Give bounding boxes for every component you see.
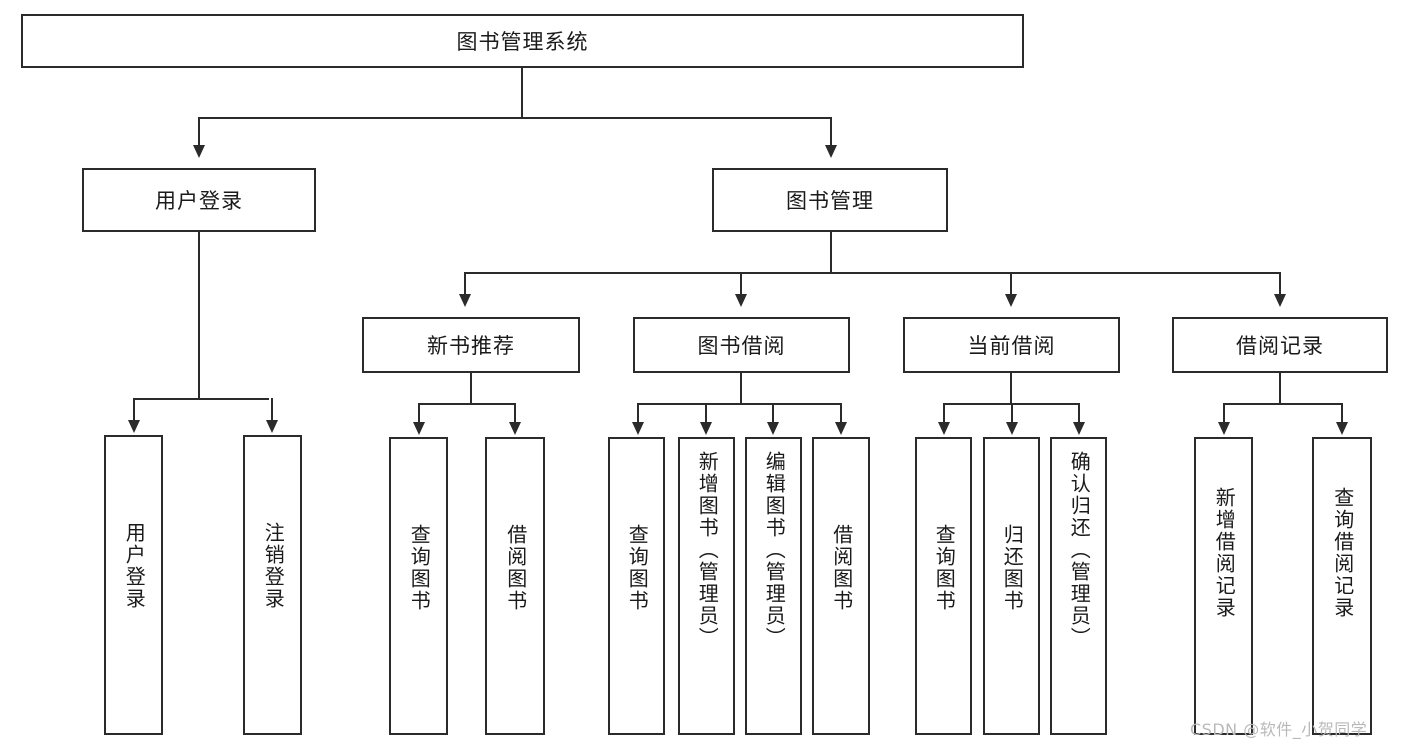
node-leaf-add-record[interactable]: 新增借阅记录 bbox=[1194, 437, 1253, 735]
arrowhead-user-login-to-leaf-2 bbox=[266, 420, 278, 433]
node-leaf-query-book-2-label: 查询图书 bbox=[625, 524, 650, 612]
arrowhead-book-borrow-to-leaf-4 bbox=[835, 422, 847, 435]
node-leaf-borrow-book-2[interactable]: 借阅图书 bbox=[812, 437, 870, 735]
arrowhead-book-manage-to-current-borrow bbox=[1005, 294, 1017, 307]
node-leaf-query-book-3[interactable]: 查询图书 bbox=[915, 437, 972, 735]
connector-book-manage-to-new-book-rec bbox=[464, 272, 466, 294]
node-current-borrow[interactable]: 当前借阅 bbox=[903, 317, 1120, 373]
node-leaf-borrow-book-2-label: 借阅图书 bbox=[829, 524, 854, 612]
arrowhead-root-to-user-login bbox=[193, 145, 205, 158]
node-new-book-rec-label: 新书推荐 bbox=[427, 334, 515, 358]
node-leaf-query-record[interactable]: 查询借阅记录 bbox=[1312, 437, 1372, 735]
connector-book-borrow-to-leaf-4 bbox=[840, 403, 842, 422]
node-leaf-query-book-1[interactable]: 查询图书 bbox=[389, 437, 448, 735]
node-book-borrow-label: 图书借阅 bbox=[697, 334, 786, 358]
node-leaf-add-book[interactable]: 新增图书（管理员） bbox=[678, 437, 735, 735]
connector-borrow-record-stem bbox=[1279, 373, 1281, 403]
node-leaf-confirm-return-label: 确认归还（管理员） bbox=[1067, 451, 1092, 649]
connector-borrow-record-to-leaf-1 bbox=[1223, 403, 1225, 422]
arrowhead-current-borrow-to-leaf-1 bbox=[938, 422, 950, 435]
connector-root-to-book-manage bbox=[830, 117, 832, 145]
connector-book-borrow-to-leaf-3 bbox=[772, 403, 774, 422]
node-leaf-borrow-book-1-label: 借阅图书 bbox=[503, 524, 528, 612]
node-book-borrow[interactable]: 图书借阅 bbox=[633, 317, 850, 373]
arrowhead-borrow-record-to-leaf-2 bbox=[1336, 422, 1348, 435]
arrowhead-new-book-rec-to-leaf-1 bbox=[413, 422, 425, 435]
connector-book-borrow-to-leaf-1 bbox=[637, 403, 639, 422]
connector-borrow-record-bus bbox=[1223, 403, 1343, 405]
connector-borrow-record-to-leaf-2 bbox=[1341, 403, 1343, 422]
connector-current-borrow-to-leaf-2 bbox=[1011, 403, 1013, 422]
node-leaf-edit-book[interactable]: 编辑图书（管理员） bbox=[745, 437, 802, 735]
connector-user-login-bus bbox=[133, 398, 269, 400]
arrowhead-book-borrow-to-leaf-3 bbox=[767, 422, 779, 435]
connector-current-borrow-to-leaf-3 bbox=[1078, 403, 1080, 422]
csdn-watermark: CSDN @软件_小贺同学 bbox=[1190, 720, 1368, 739]
node-current-borrow-label: 当前借阅 bbox=[967, 334, 1056, 358]
arrowhead-book-manage-to-borrow-record bbox=[1274, 294, 1286, 307]
node-leaf-user-login-label: 用户登录 bbox=[122, 522, 147, 610]
connector-root-to-user-login bbox=[198, 117, 200, 145]
connector-book-manage-to-current-borrow bbox=[1010, 272, 1012, 294]
connector-root-bus bbox=[198, 117, 832, 119]
arrowhead-new-book-rec-to-leaf-2 bbox=[509, 422, 521, 435]
node-leaf-logout-label: 注销登录 bbox=[261, 522, 286, 610]
connector-book-manage-stem bbox=[830, 232, 832, 272]
node-borrow-record-label: 借阅记录 bbox=[1236, 334, 1324, 358]
connector-new-book-rec-to-leaf-1 bbox=[418, 403, 420, 422]
node-leaf-query-book-1-label: 查询图书 bbox=[407, 524, 432, 612]
connector-book-borrow-bus bbox=[637, 403, 841, 405]
connector-user-login-stem bbox=[198, 232, 200, 398]
connector-new-book-rec-to-leaf-2 bbox=[514, 403, 516, 422]
arrowhead-book-borrow-to-leaf-2 bbox=[700, 422, 712, 435]
node-leaf-query-record-label: 查询借阅记录 bbox=[1330, 487, 1355, 619]
connector-book-borrow-to-leaf-2 bbox=[705, 403, 707, 422]
connector-current-borrow-stem bbox=[1010, 373, 1012, 403]
node-leaf-confirm-return[interactable]: 确认归还（管理员） bbox=[1050, 437, 1107, 735]
node-leaf-add-book-label: 新增图书（管理员） bbox=[695, 451, 720, 649]
connector-book-manage-to-borrow-record bbox=[1279, 272, 1281, 294]
node-root[interactable]: 图书管理系统 bbox=[21, 14, 1024, 68]
node-leaf-logout[interactable]: 注销登录 bbox=[243, 435, 302, 735]
arrowhead-user-login-to-leaf-1 bbox=[128, 420, 140, 433]
node-root-label: 图书管理系统 bbox=[456, 30, 589, 54]
arrowhead-book-manage-to-new-book-rec bbox=[459, 294, 471, 307]
node-book-manage-label: 图书管理 bbox=[786, 189, 874, 213]
node-book-manage[interactable]: 图书管理 bbox=[712, 168, 948, 232]
connector-user-login-to-leaf-2 bbox=[271, 398, 273, 420]
node-leaf-borrow-book-1[interactable]: 借阅图书 bbox=[485, 437, 545, 735]
arrowhead-book-manage-to-book-borrow bbox=[735, 294, 747, 307]
node-leaf-return-book[interactable]: 归还图书 bbox=[983, 437, 1040, 735]
connector-current-borrow-to-leaf-1 bbox=[943, 403, 945, 422]
node-leaf-user-login[interactable]: 用户登录 bbox=[104, 435, 163, 735]
arrowhead-book-borrow-to-leaf-1 bbox=[632, 422, 644, 435]
connector-book-borrow-stem bbox=[740, 373, 742, 403]
connector-root-stem bbox=[521, 68, 523, 117]
connector-user-login-to-leaf-1 bbox=[133, 398, 135, 420]
arrowhead-current-borrow-to-leaf-3 bbox=[1073, 422, 1085, 435]
node-leaf-query-book-2[interactable]: 查询图书 bbox=[608, 437, 665, 735]
connector-book-manage-to-book-borrow bbox=[740, 272, 742, 294]
arrowhead-borrow-record-to-leaf-1 bbox=[1218, 422, 1230, 435]
connector-book-manage-bus bbox=[464, 272, 1281, 274]
arrowhead-current-borrow-to-leaf-2 bbox=[1006, 422, 1018, 435]
node-new-book-rec[interactable]: 新书推荐 bbox=[362, 317, 580, 373]
node-borrow-record[interactable]: 借阅记录 bbox=[1172, 317, 1388, 373]
node-user-login-label: 用户登录 bbox=[155, 189, 243, 213]
node-leaf-query-book-3-label: 查询图书 bbox=[932, 524, 957, 612]
node-leaf-return-book-label: 归还图书 bbox=[1000, 524, 1025, 612]
connector-new-book-rec-stem bbox=[470, 373, 472, 403]
node-leaf-add-record-label: 新增借阅记录 bbox=[1212, 487, 1237, 619]
connector-new-book-rec-bus bbox=[418, 403, 516, 405]
arrowhead-root-to-book-manage bbox=[825, 145, 837, 158]
node-user-login[interactable]: 用户登录 bbox=[82, 168, 316, 232]
node-leaf-edit-book-label: 编辑图书（管理员） bbox=[762, 451, 787, 649]
